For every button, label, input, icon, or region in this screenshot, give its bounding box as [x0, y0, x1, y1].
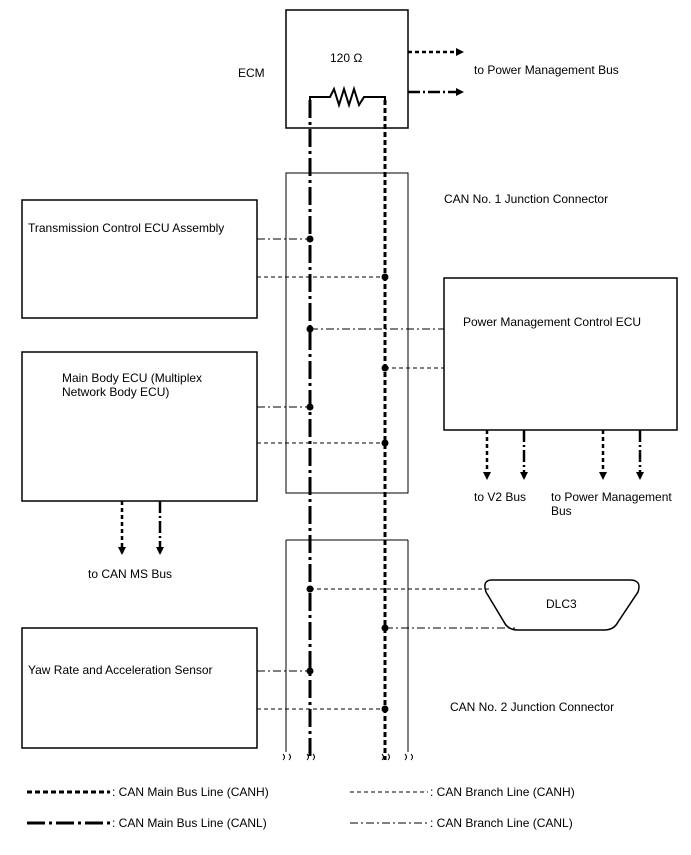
main-body-ecu-box	[21, 351, 258, 502]
transmission-ecu-label: Transmission Control ECU Assembly	[28, 221, 225, 235]
to-v2-bus-label: to V2 Bus	[474, 490, 527, 504]
ecm-label: ECM	[238, 66, 265, 80]
power-mgmt-bus-top-label: to Power Management Bus	[474, 63, 619, 77]
dlc3-connector	[484, 579, 640, 631]
junction-dot	[306, 235, 314, 243]
junction-dot	[381, 273, 389, 281]
junction-dot	[306, 403, 314, 411]
to-power-mgmt-bus-label: to Power Management Bus	[551, 490, 672, 518]
junction-dots	[306, 235, 389, 713]
junction-dot	[306, 325, 314, 333]
main-body-ecu-label: Main Body ECU (Multiplex Network Body EC…	[62, 371, 203, 399]
junction-dot	[381, 439, 389, 447]
legend-branch-canl: : CAN Branch Line (CANL)	[430, 816, 573, 830]
yaw-sensor-box	[21, 627, 258, 749]
legend-branch-canh: : CAN Branch Line (CANH)	[430, 785, 575, 799]
break-mark	[282, 753, 413, 761]
ecm-box	[285, 9, 409, 129]
power-mgmt-ecu-box	[443, 277, 678, 431]
to-can-ms-bus-label: to CAN MS Bus	[88, 567, 173, 581]
jc1-box	[285, 172, 409, 494]
jc1-label: CAN No. 1 Junction Connector	[444, 192, 609, 206]
power-mgmt-ecu-label: Power Management Control ECU	[463, 315, 642, 329]
legend-main-canl: : CAN Main Bus Line (CANL)	[112, 816, 267, 830]
transmission-ecu-box	[21, 199, 258, 319]
yaw-sensor-label: Yaw Rate and Acceleration Sensor	[28, 663, 213, 677]
resistor-symbol	[309, 85, 386, 109]
junction-dot	[381, 364, 389, 372]
legend-main-canh: : CAN Main Bus Line (CANH)	[112, 785, 269, 799]
jc2-label: CAN No. 2 Junction Connector	[450, 700, 615, 714]
junction-dot	[306, 667, 314, 675]
dlc3-label: DLC3	[546, 597, 577, 611]
junction-dot	[306, 585, 314, 593]
resistor-value: 120 Ω	[330, 51, 363, 65]
junction-dot	[381, 705, 389, 713]
junction-dot	[381, 624, 389, 632]
